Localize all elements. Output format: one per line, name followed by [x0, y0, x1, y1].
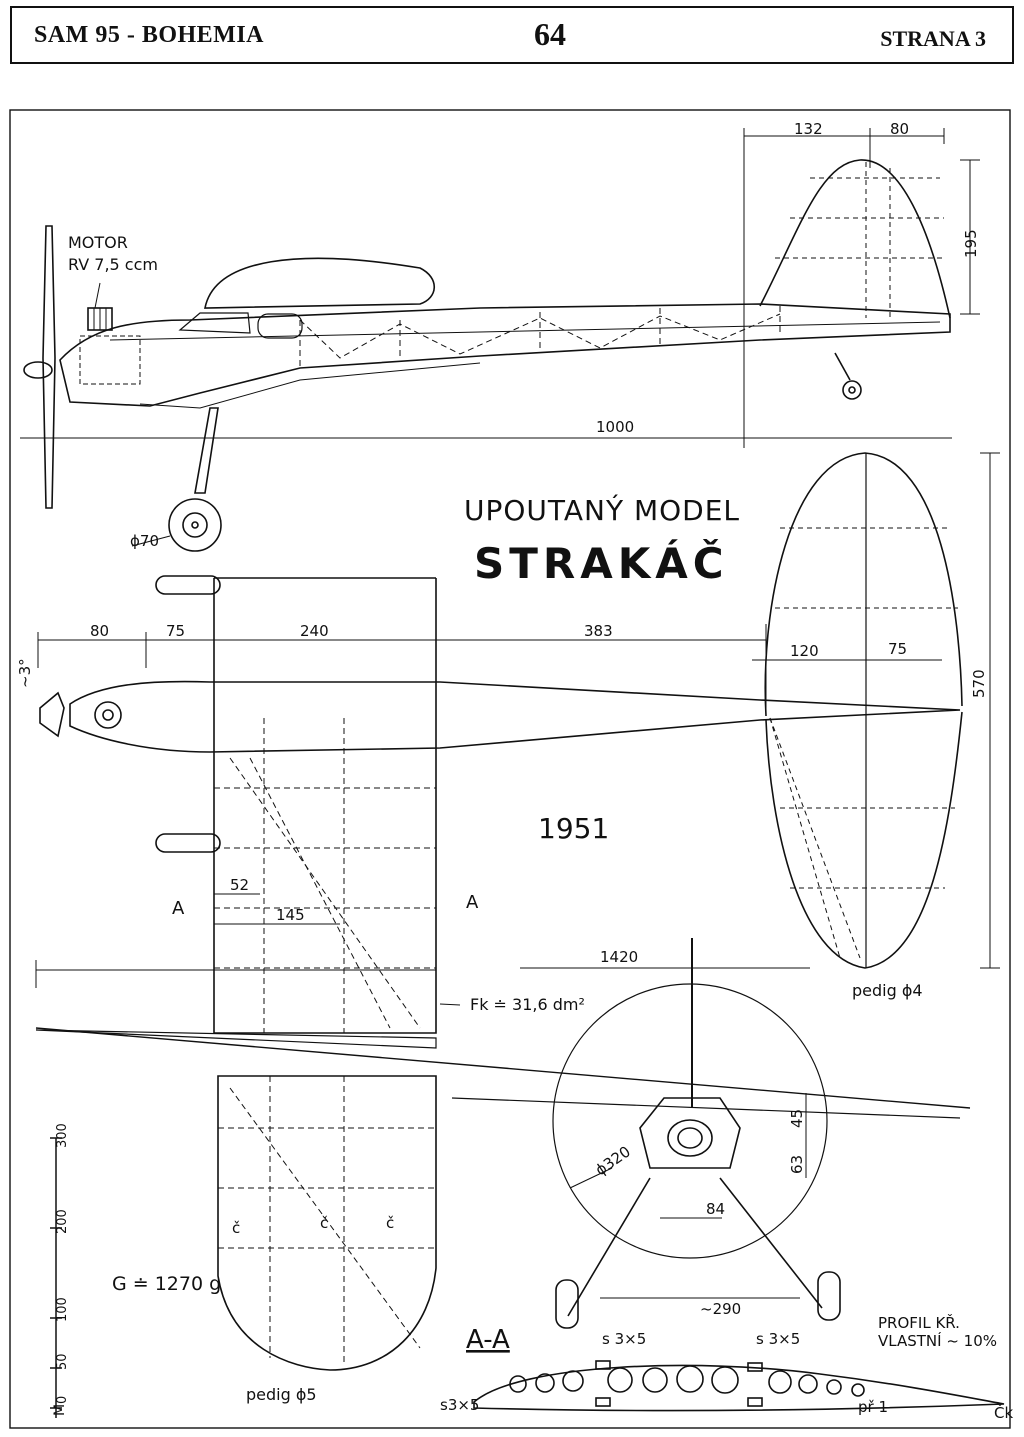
flap-area-note: Fk ≐ 31,6 dm² [470, 995, 585, 1014]
fin-side [759, 159, 951, 319]
dim-root-52: 52 [230, 876, 249, 894]
pedig-4-note: pedig ϕ4 [852, 981, 923, 1000]
rib-mark-c3: č [386, 1214, 394, 1232]
propeller-side [42, 225, 56, 509]
dim-thrust-angle: ~3° [16, 658, 34, 688]
dim-cowl-45: 45 [788, 1109, 806, 1128]
scale-bar [50, 1137, 62, 1418]
wing-inboard-top [213, 578, 437, 1034]
scale-tick-0: 0 [55, 1396, 70, 1404]
wing-span-line [35, 1027, 971, 1109]
gear-wheel-top-1 [155, 575, 221, 595]
page-header: SAM 95 - BOHEMIA 64 STRANA 3 [10, 6, 1014, 64]
main-wheel-side [168, 498, 222, 552]
scale-tick-50: 50 [55, 1353, 70, 1370]
rib-mark-c2: č [320, 1214, 328, 1232]
section-mark-right: A [466, 892, 479, 913]
lower-wing [35, 1027, 971, 1371]
dim-fin-80: 80 [890, 120, 909, 138]
front-view [451, 938, 961, 1329]
gear-wheel-top-2 [155, 833, 221, 853]
wing-section [473, 1360, 1005, 1412]
plan-drawing: MOTOR RV 7,5 ccm 1000 132 80 195 ϕ70 UPO… [9, 109, 1013, 1429]
dim-stab-span: 570 [970, 669, 988, 698]
dim-wingspan: 1420 [600, 948, 638, 966]
dim-wheel-dia: ϕ70 [130, 532, 159, 550]
rib-mark-c1: č [232, 1219, 240, 1237]
weight-note: G ≐ 1270 g [112, 1273, 221, 1295]
issue-number: 64 [534, 16, 566, 52]
section-label: A-A [466, 1325, 510, 1355]
spinner-top [94, 701, 122, 729]
scale-tick-300: 300 [55, 1123, 70, 1148]
stabilizer-lower [765, 711, 963, 969]
spinner-side [23, 361, 53, 379]
dim-fin-132: 132 [794, 120, 823, 138]
wing-outboard-top [217, 1075, 437, 1371]
dim-fin-195: 195 [962, 229, 980, 258]
wheel-front-left [555, 1279, 579, 1329]
dim-wing-240: 240 [300, 622, 329, 640]
dim-nose-75: 75 [166, 622, 185, 640]
page-number: STRANA 3 [880, 26, 986, 51]
spar-note-1: s 3×5 [602, 1330, 646, 1348]
scale-tick-200: 200 [55, 1209, 70, 1234]
scale-unit: M [52, 1404, 68, 1416]
fuselage-side [59, 303, 951, 407]
profile-note-2: VLASTNÍ ~ 10% [878, 1331, 997, 1350]
dim-fuselage-length: 1000 [596, 418, 634, 436]
side-view [20, 128, 980, 552]
wheel-front-right [817, 1271, 841, 1321]
tail-wheel [842, 380, 862, 400]
author-mark: Čk [994, 1403, 1013, 1422]
rib-note: př 1 [858, 1398, 888, 1416]
motor-spec: RV 7,5 ccm [68, 255, 158, 274]
dim-track-290: ~290 [700, 1300, 741, 1318]
canopy-side [204, 257, 436, 309]
dim-root-145: 145 [276, 906, 305, 924]
motor-label: MOTOR [68, 233, 128, 252]
dim-tail-383: 383 [584, 622, 613, 640]
profile-note-1: PROFIL KŘ. [878, 1313, 960, 1332]
model-title: UPOUTANÝ MODEL [464, 493, 740, 527]
plan-sheet: MOTOR RV 7,5 ccm 1000 132 80 195 ϕ70 UPO… [0, 108, 1024, 1433]
prop-top [39, 691, 65, 738]
top-view [35, 452, 1000, 1034]
magazine-title: SAM 95 - BOHEMIA [34, 22, 264, 48]
dim-stab-75: 75 [888, 640, 907, 658]
dim-stab-120: 120 [790, 642, 819, 660]
model-name: STRAKÁČ [474, 538, 729, 588]
stabilizer-upper [764, 452, 963, 717]
pedig-5-note: pedig ϕ5 [246, 1385, 317, 1404]
model-year: 1951 [538, 812, 609, 845]
dim-cowl-63: 63 [788, 1155, 806, 1174]
spar-note-2: s 3×5 [756, 1330, 800, 1348]
section-mark-left: A [172, 898, 185, 919]
prop-arc [552, 983, 828, 1259]
dim-nose-80: 80 [90, 622, 109, 640]
gear-strut [194, 407, 219, 494]
spar-note-3: s3×5 [440, 1396, 479, 1414]
cowl-front [639, 1097, 741, 1169]
dim-cowl-84: 84 [706, 1200, 725, 1218]
airfoil-profile [473, 1364, 1005, 1412]
fuselage-top [69, 680, 961, 753]
plan-frame [9, 109, 1011, 1429]
scale-tick-100: 100 [55, 1297, 70, 1322]
dim-prop-circle: ϕ320 [592, 1142, 634, 1179]
